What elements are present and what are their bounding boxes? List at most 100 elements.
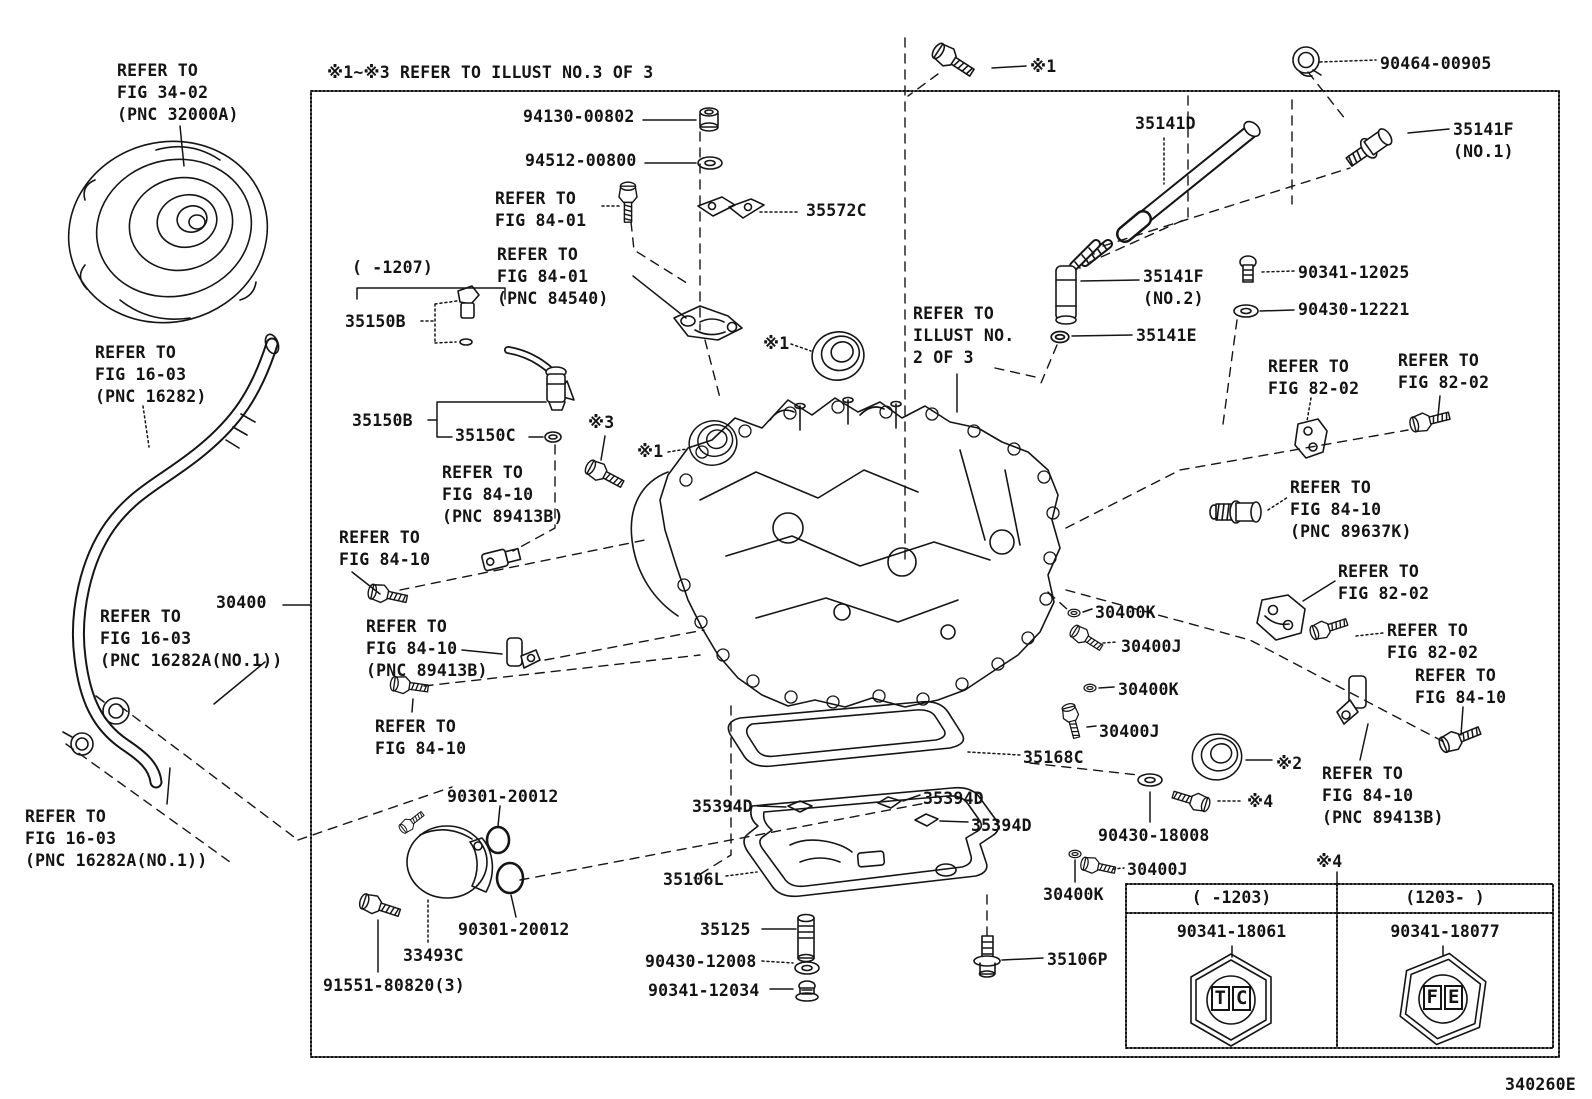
bolt-fig84-10-icon bbox=[365, 581, 410, 609]
bolt-fig82-02-icon bbox=[1307, 613, 1351, 643]
oil-seal-sym2-icon bbox=[1187, 729, 1247, 785]
part-number-90341-18077: 90341-18077 bbox=[1390, 922, 1500, 941]
bolt-30400J-icon bbox=[1078, 854, 1118, 879]
pn-35141D: 35141D bbox=[1135, 114, 1196, 133]
pan-gasket-35168C-drawing bbox=[727, 700, 965, 768]
pn-30400K-3: 30400K bbox=[1043, 885, 1104, 904]
ref-fig-84-10-b: REFER TO FIG 84-10 bbox=[375, 717, 467, 758]
sym4-b: ※4 bbox=[1316, 852, 1343, 871]
bolt-91551-icon bbox=[356, 890, 403, 923]
elbow-35141F-no2-icon bbox=[1055, 239, 1101, 325]
oring-35150C-icon bbox=[544, 431, 562, 443]
ref-fig-82-02-c: REFER TO FIG 82-02 bbox=[1338, 562, 1430, 603]
sym2: ※2 bbox=[1276, 754, 1303, 773]
bolt-fig82-02-icon bbox=[1407, 406, 1453, 435]
bolt-fig84-01-icon bbox=[618, 181, 638, 223]
pn-35141E: 35141E bbox=[1136, 326, 1197, 345]
sensor-35150B-old-icon bbox=[457, 285, 480, 346]
washer-90430-12221-icon bbox=[1233, 304, 1259, 318]
sensor-fig84-10-icon bbox=[1336, 675, 1367, 725]
pn-35394D-a: 35394D bbox=[692, 797, 753, 816]
pn-30400J-3: 30400J bbox=[1127, 860, 1188, 879]
variant-table-header-left: ( -1203) bbox=[1191, 888, 1272, 907]
ref-fig-84-10-89413B-a: REFER TO FIG 84-10 (PNC 89413B) bbox=[442, 463, 564, 526]
diagram-frame bbox=[310, 90, 1560, 1058]
pn-35168C: 35168C bbox=[1023, 748, 1084, 767]
pn-35394D-c: 35394D bbox=[971, 816, 1032, 835]
pn-35106L: 35106L bbox=[663, 870, 724, 889]
plug-marking-left: T C bbox=[1196, 986, 1266, 1011]
oring-30400K-icon bbox=[1068, 849, 1082, 859]
pn-35394D-b: 35394D bbox=[923, 789, 984, 808]
bolt-sym3-icon bbox=[581, 456, 628, 493]
pn-30400K-1: 30400K bbox=[1095, 603, 1156, 622]
transaxle-case-drawing bbox=[630, 396, 1061, 709]
ref-fig-34-02: REFER TO FIG 34-02 (PNC 32000A) bbox=[117, 61, 239, 124]
washer-94512-icon bbox=[697, 156, 723, 170]
ref-fig-84-10-89413B-c: REFER TO FIG 84-10 (PNC 89413B) bbox=[1322, 764, 1444, 827]
code-340260E: 340260E bbox=[1505, 1075, 1576, 1094]
construction-lines bbox=[65, 37, 1445, 937]
oil-filler-tube-35141D-drawing bbox=[1116, 120, 1261, 243]
ref-illust-2of3: REFER TO ILLUST NO. 2 OF 3 bbox=[913, 304, 1015, 367]
oil-seal-sym1-left-icon bbox=[683, 415, 743, 471]
oring-30400K-icon bbox=[1067, 608, 1081, 618]
ref-fig-84-01-b: REFER TO FIG 84-01 (PNC 84540) bbox=[497, 245, 609, 308]
bolt-fig84-10-icon bbox=[1435, 720, 1484, 756]
pn-94512-00800: 94512-00800 bbox=[525, 151, 637, 170]
fitting-35141F-no1-icon bbox=[1345, 128, 1393, 167]
part-number-90341-18061: 90341-18061 bbox=[1176, 922, 1287, 941]
plug-marking-letter: F bbox=[1422, 985, 1442, 1010]
pn-90430-12008: 90430-12008 bbox=[645, 952, 757, 971]
breather-plug-33493C-drawing bbox=[396, 808, 494, 899]
bracket-fig82-02-icon bbox=[1294, 418, 1328, 459]
pn-94130-00802: 94130-00802 bbox=[523, 107, 635, 126]
ref-fig-82-02-d: REFER TO FIG 82-02 bbox=[1387, 621, 1479, 662]
shift-lever-assy-icon bbox=[673, 305, 743, 341]
variant-table-frame bbox=[1125, 883, 1554, 1049]
pn-91551-80820: 91551-80820(3) bbox=[323, 976, 465, 995]
sym1-left: ※1 bbox=[637, 442, 664, 461]
hose-clamp-icon bbox=[62, 731, 94, 756]
ref-fig-82-02-b: REFER TO FIG 82-02 bbox=[1398, 351, 1490, 392]
plug-90341-12034-icon bbox=[795, 980, 819, 1002]
oil-cooler-hose-drawing bbox=[62, 333, 280, 789]
pn-35150B-1: 35150B bbox=[345, 312, 406, 331]
bolt-90341-12025-icon bbox=[1239, 255, 1257, 283]
washer-90430-18008-icon bbox=[1137, 773, 1163, 787]
pn-90301-20012-a: 90301-20012 bbox=[447, 787, 559, 806]
switch-89637K-icon bbox=[1209, 500, 1262, 524]
pn-90341-12025: 90341-12025 bbox=[1298, 263, 1410, 282]
pn-90341-12034: 90341-12034 bbox=[648, 981, 760, 1000]
variant-table-header-right: (1203- ) bbox=[1405, 888, 1485, 907]
ref-fig-84-10-89413B-b: REFER TO FIG 84-10 (PNC 89413B) bbox=[366, 617, 488, 680]
plug-marking-letter: E bbox=[1444, 985, 1464, 1010]
bracket-35572C-icon bbox=[697, 196, 765, 219]
ref-fig-16-03-bottom: REFER TO FIG 16-03 (PNC 16282A(NO.1)) bbox=[25, 807, 208, 870]
gasket-chip-35394D-icon bbox=[787, 796, 939, 827]
oil-pan-35106L-drawing bbox=[743, 786, 1000, 898]
oring-30400K-icon bbox=[1083, 683, 1097, 693]
pn-35141F-2: 35141F (NO.2) bbox=[1143, 267, 1204, 308]
plug-94130-icon bbox=[699, 107, 719, 132]
plug-marking-letter: T bbox=[1210, 986, 1230, 1011]
oring-90301-icon bbox=[485, 825, 525, 895]
bracket-fig82-02-icon bbox=[1256, 594, 1306, 641]
ref-fig-84-10-c: REFER TO FIG 84-10 bbox=[1415, 666, 1507, 707]
pn-30400J-2: 30400J bbox=[1099, 722, 1160, 741]
sym3: ※3 bbox=[588, 413, 615, 432]
pn-90301-20012-b: 90301-20012 bbox=[458, 920, 570, 939]
note-illust-3of3: ※1~※3 REFER TO ILLUST NO.3 OF 3 bbox=[327, 63, 654, 82]
pn-30400J-1: 30400J bbox=[1121, 637, 1182, 656]
pn-35125: 35125 bbox=[700, 920, 751, 939]
plug-marking-right: F E bbox=[1408, 985, 1478, 1010]
pn-30400: 30400 bbox=[216, 593, 267, 612]
pn-35150B-2: 35150B bbox=[352, 411, 413, 430]
pn-33493C: 33493C bbox=[403, 946, 464, 965]
stud-35125-icon bbox=[797, 913, 815, 963]
ref-fig-82-02-a: REFER TO FIG 82-02 bbox=[1268, 357, 1360, 398]
washer-90430-12008-icon bbox=[794, 961, 820, 975]
pn-90430-18008: 90430-18008 bbox=[1098, 826, 1210, 845]
leader-lines bbox=[142, 59, 1464, 990]
